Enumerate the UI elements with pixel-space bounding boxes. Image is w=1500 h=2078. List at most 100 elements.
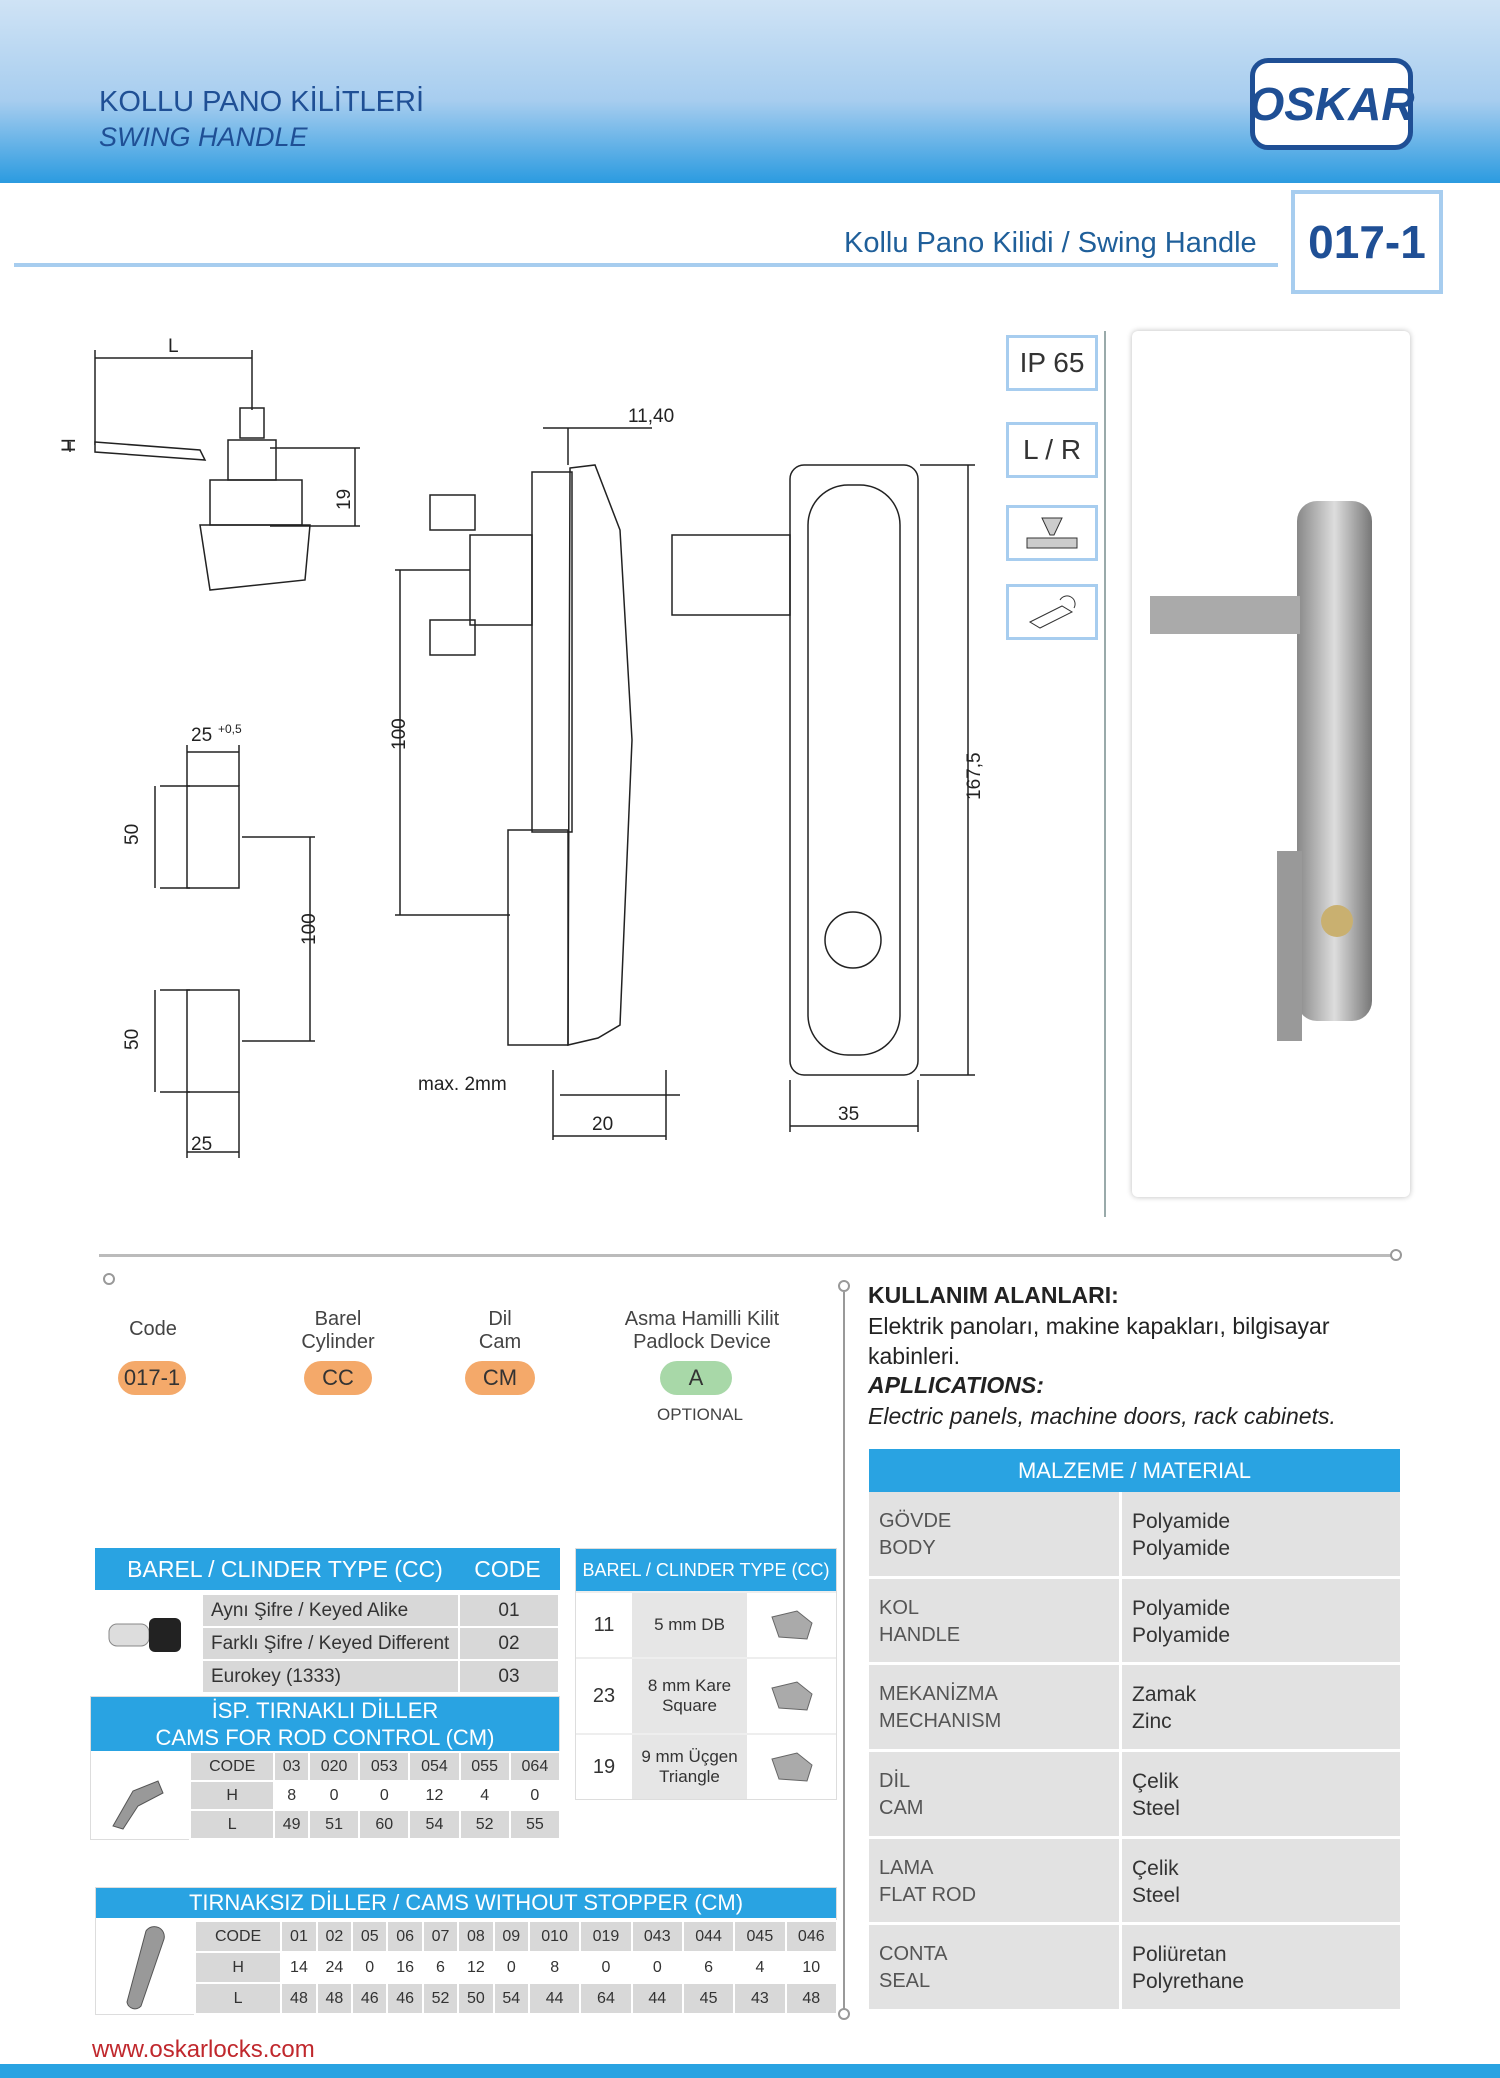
divider (99, 1254, 1396, 1257)
part-tr: CONTA (879, 1943, 948, 1966)
dim-50-top: 50 (122, 824, 143, 845)
usage-title-tr: KULLANIM ALANLARI: (868, 1282, 1119, 1308)
cam-cell: 51 (307, 1809, 361, 1840)
plain-cams-title: TIRNAKSIZ DİLLER / CAMS WITHOUT STOPPER … (96, 1888, 836, 1918)
cam-cell: 045 (733, 1920, 787, 1953)
part-tr: GÖVDE (879, 1510, 952, 1532)
cylinder-label: Aynı Şifre / Keyed Alike (201, 1593, 460, 1628)
part-en: CAM (879, 1797, 924, 1820)
cam-cell: CODE (193, 1920, 283, 1953)
material-tr: Polyamide (1132, 1510, 1231, 1533)
bullet-dot (103, 1273, 115, 1285)
dim-167-5: 167,5 (964, 752, 985, 800)
part-tr: KOL (879, 1596, 920, 1619)
cam-cell: 43 (733, 1982, 787, 2015)
cam-cell: 44 (527, 1982, 582, 2015)
part-en: SEAL (879, 1970, 931, 1993)
cylinder-plug-icon (747, 1735, 836, 1799)
cam-cell: 48 (784, 1982, 839, 2015)
cam-cell: 0 (358, 1780, 411, 1811)
cam-cell: 0 (579, 1951, 633, 1984)
usage-text-tr: Elektrik panoları, makine kapakları, bil… (868, 1313, 1330, 1339)
cam-cell: 64 (579, 1982, 633, 2015)
cylinder-type-code: 23 (592, 1684, 616, 1707)
cam-cell: 12 (457, 1951, 495, 1984)
usage-text-tr-2: kabinleri. (868, 1343, 961, 1369)
cam-cell: 8 (273, 1780, 310, 1811)
cam-cell: 6 (681, 1951, 736, 1984)
material-header: MALZEME / MATERIAL (869, 1449, 1400, 1492)
cylinder-type-code: 19 (592, 1755, 616, 1778)
cam-cell: 03 (273, 1751, 310, 1782)
cam-cell: 12 (408, 1780, 461, 1811)
cylinder-plug-icon (747, 1593, 836, 1657)
optional-note: OPTIONAL (657, 1405, 743, 1424)
part-tr: LAMA (879, 1856, 934, 1879)
cylinder-label: Eurokey (1333) (201, 1659, 460, 1694)
ordering-code-pill: 017-1 (118, 1361, 186, 1395)
divider (843, 1292, 845, 2012)
product-title: Kollu Pano Kilidi / Swing Handle (844, 227, 1257, 259)
dim-tolerance: +0,5 (218, 722, 242, 736)
cam-cell: 55 (508, 1809, 562, 1840)
rod-cams-title-en: CAMS FOR ROD CONTROL (CM) (155, 1725, 495, 1750)
cam-cell: 24 (315, 1951, 354, 1984)
cylinder-type-label-en: Triangle (659, 1767, 720, 1786)
cam-cell: 48 (280, 1982, 318, 2015)
cylinder-code: 01 (458, 1593, 560, 1628)
brand-logo: OSKAR (1248, 58, 1415, 150)
divider (14, 263, 1278, 267)
front-view-drawing (671, 464, 975, 1132)
cylinder-plug-icon (747, 1659, 836, 1733)
website-link[interactable]: www.oskarlocks.com (92, 2036, 315, 2063)
cylinder-key-icon (108, 1618, 181, 1652)
dim-H: H (59, 438, 80, 452)
ordering-cylinder-pill: CC (304, 1361, 372, 1395)
cam-cell: 053 (358, 1751, 411, 1782)
cam-cell: 46 (386, 1982, 424, 2015)
cam-cell: 05 (351, 1920, 389, 1953)
panel-cutout-drawing (154, 745, 315, 1158)
dim-50-bottom: 50 (122, 1029, 143, 1050)
cylinder-label: Farklı Şifre / Keyed Different (201, 1626, 460, 1661)
usage-text-en: Electric panels, machine doors, rack cab… (868, 1403, 1336, 1429)
cam-cell: 54 (408, 1809, 461, 1840)
rod-cam-icon (112, 1780, 164, 1830)
cam-cell: 52 (421, 1982, 460, 2015)
cam-cell: 50 (457, 1982, 495, 2015)
material-en: Steel (1132, 1797, 1180, 1821)
bullet-dot (838, 2008, 850, 2020)
cylinder-title: BAREL / CLINDER TYPE (CC) (127, 1555, 443, 1582)
plain-cam-icon (126, 1926, 165, 2010)
divider (1104, 331, 1106, 1217)
cam-cell: 44 (630, 1982, 684, 2015)
cam-cell: 46 (351, 1982, 389, 2015)
material-en: Polyamide (1132, 1623, 1231, 1647)
dim-L: L (168, 336, 179, 357)
cylinder-row: Eurokey (1333)03 (201, 1659, 560, 1694)
cam-cell: 6 (421, 1951, 460, 1984)
cam-cell: 054 (408, 1751, 461, 1782)
ordering-cam-pill: CM (465, 1361, 535, 1395)
dim-11-40: 11,40 (628, 406, 674, 427)
cylinder-type-title: BAREL / CLINDER TYPE (CC) (576, 1549, 836, 1591)
part-en: BODY (879, 1537, 936, 1559)
dim-100-profile: 100 (389, 718, 410, 750)
dim-25-bottom: 25 (191, 1134, 212, 1155)
material-en: Steel (1132, 1883, 1180, 1907)
part-en: FLAT ROD (879, 1883, 977, 1906)
